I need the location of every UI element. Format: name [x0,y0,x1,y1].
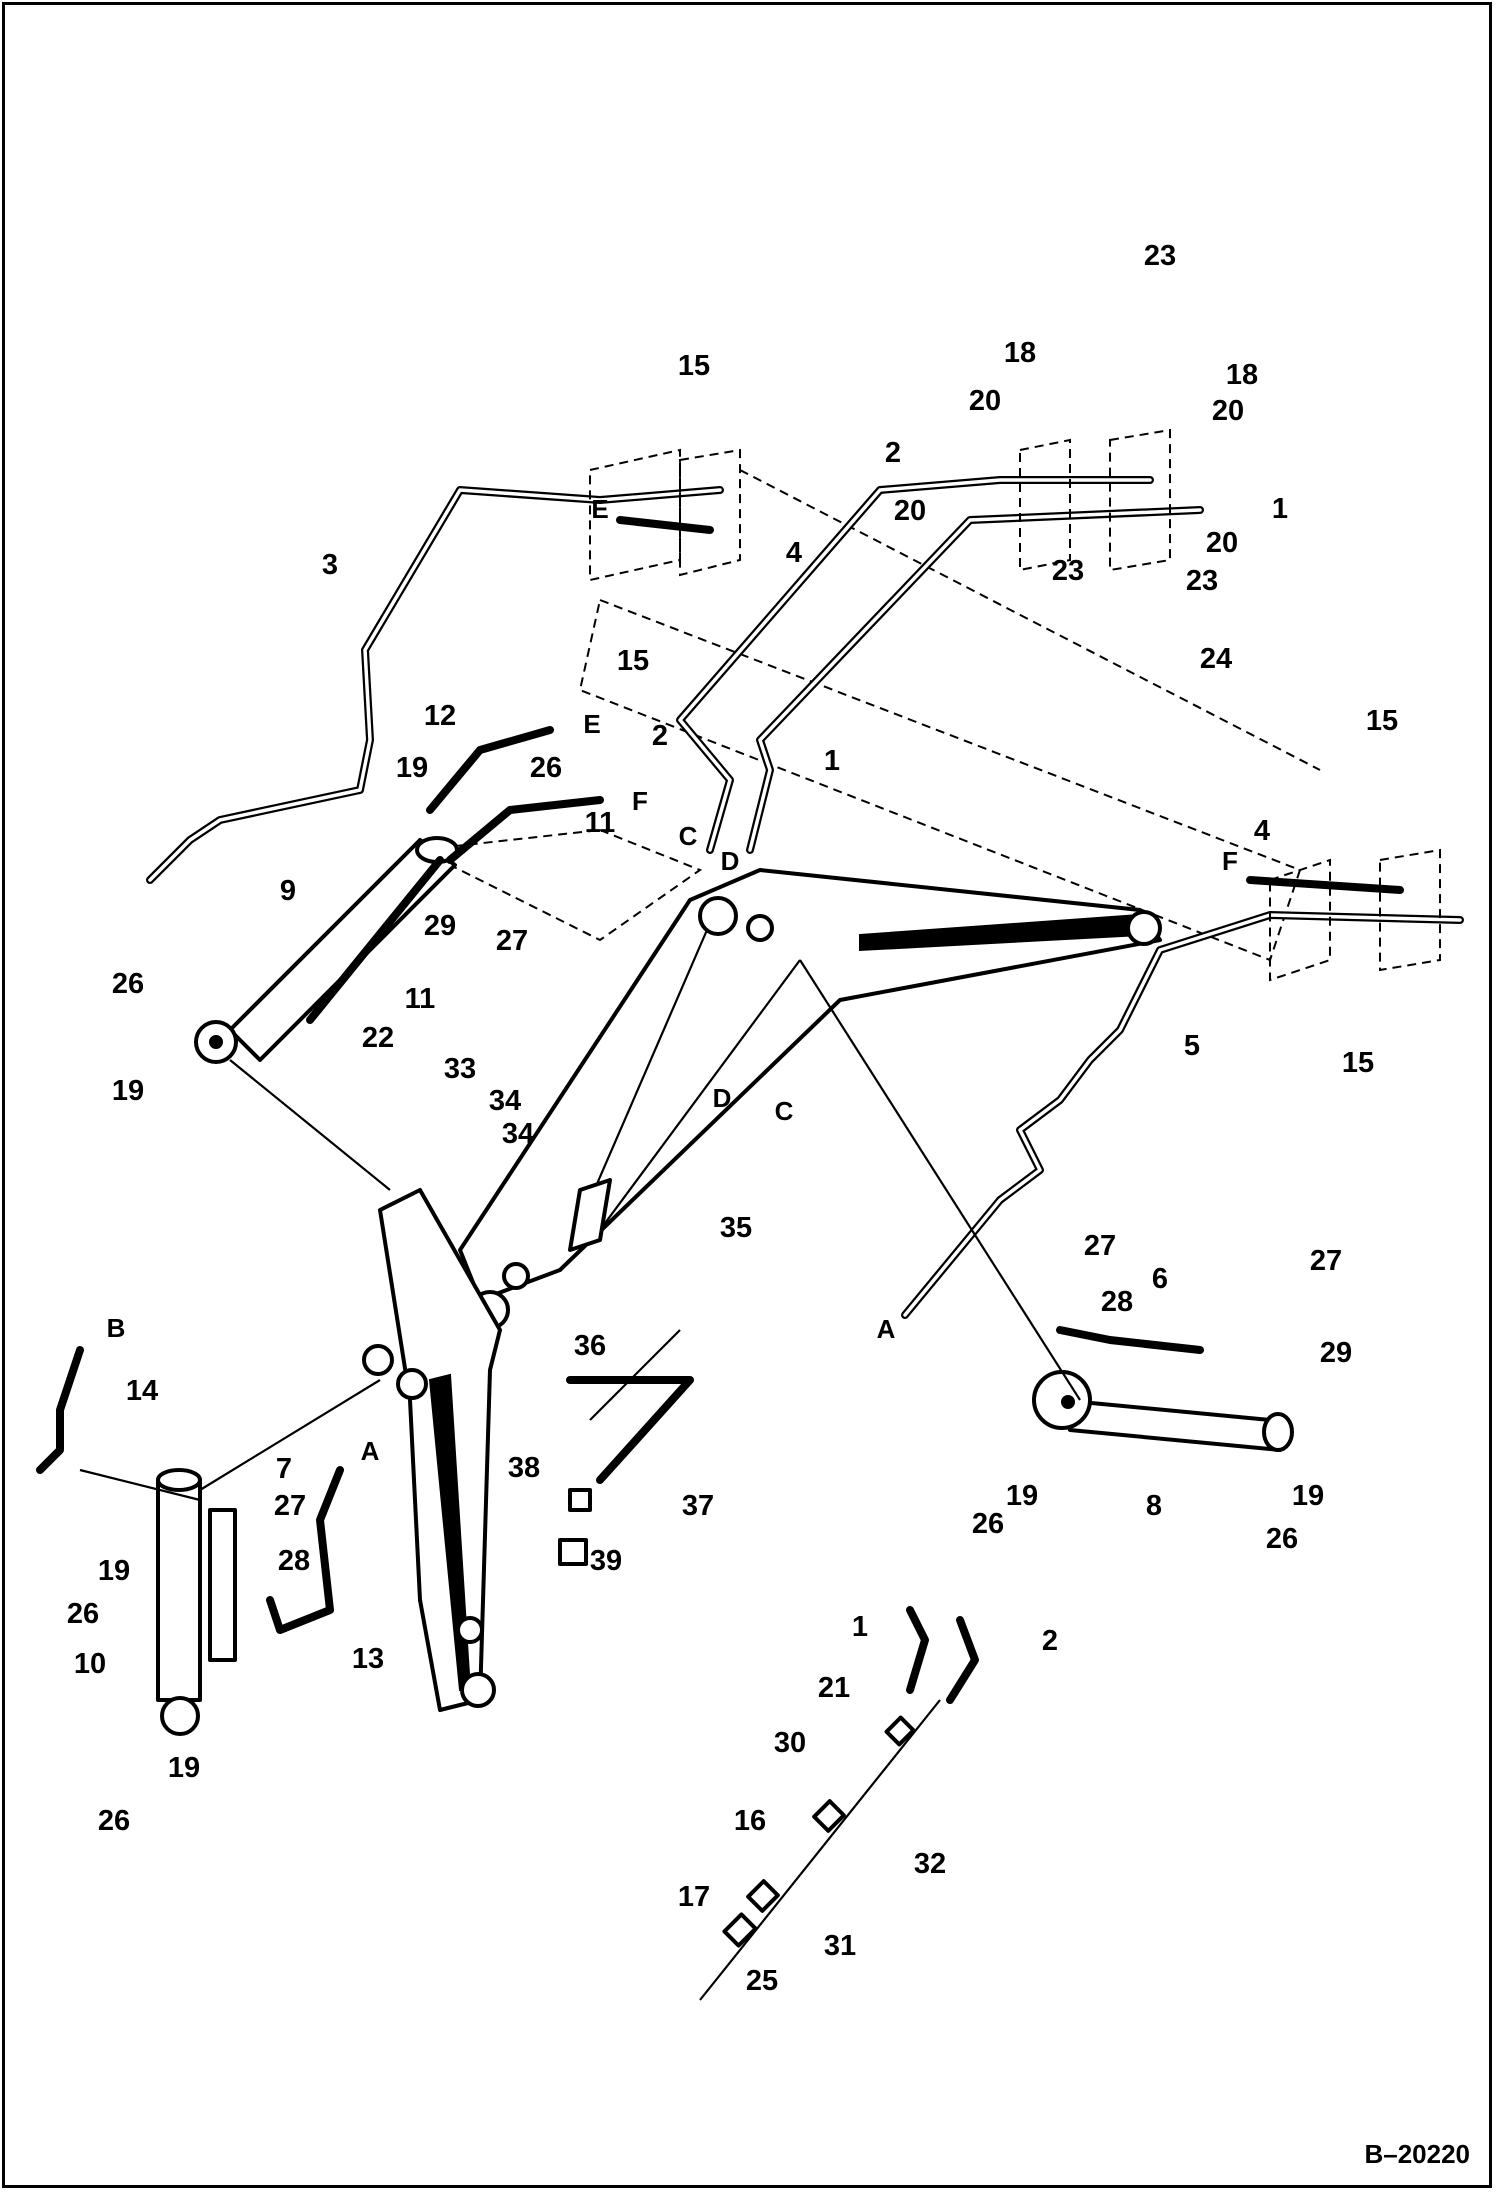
callout-20: 20 [1206,527,1238,559]
callout-4: 4 [1254,815,1270,847]
callout-22: 22 [362,1022,394,1054]
callout-36: 36 [574,1330,606,1362]
callout-18: 18 [1004,337,1036,369]
callout-26: 26 [530,752,562,784]
reference-lines [79,959,1081,1502]
callout-A: A [877,1314,896,1344]
callout-27: 27 [1310,1245,1342,1277]
callout-39: 39 [590,1545,622,1577]
callout-D: D [713,1083,732,1113]
callout-2: 2 [652,720,668,752]
callout-8: 8 [1146,1490,1162,1522]
callout-C: C [679,821,698,851]
callout-3: 3 [322,549,338,581]
callout-25: 25 [746,1965,778,1997]
callout-38: 38 [508,1452,540,1484]
callout-37: 37 [682,1490,714,1522]
callout-20: 20 [894,495,926,527]
callout-7: 7 [276,1453,292,1485]
callout-23: 23 [1052,555,1084,587]
callout-15: 15 [1342,1047,1374,1079]
callout-12: 12 [424,700,456,732]
callout-15: 15 [1366,705,1398,737]
callout-1: 1 [824,745,840,777]
callout-26: 26 [112,968,144,1000]
callout-1: 1 [852,1611,868,1643]
fittings-chain [558,1329,941,2001]
cylinder-8 [1032,1370,1294,1452]
callout-32: 32 [914,1848,946,1880]
callout-C: C [775,1096,794,1126]
callout-23: 23 [1186,565,1218,597]
callout-24: 24 [1200,643,1232,675]
arm-assembly [458,868,1162,1330]
callout-E: E [591,494,608,524]
callout-21: 21 [818,1672,850,1704]
callout-F: F [1222,846,1238,876]
callout-26: 26 [67,1598,99,1630]
callout-19: 19 [1292,1480,1324,1512]
callout-5: 5 [1184,1030,1200,1062]
callout-33: 33 [444,1053,476,1085]
callout-19: 19 [98,1555,130,1587]
callout-10: 10 [74,1648,106,1680]
callout-4: 4 [786,537,802,569]
callout-E: E [583,709,600,739]
callout-19: 19 [1006,1480,1038,1512]
callout-15: 15 [617,645,649,677]
callout-13: 13 [352,1643,384,1675]
callout-34: 34 [502,1118,534,1150]
callout-30: 30 [774,1727,806,1759]
callout-27: 27 [1084,1230,1116,1262]
callout-19: 19 [112,1075,144,1107]
callout-19: 19 [168,1752,200,1784]
boom-assembly [362,1188,502,1712]
callout-19: 19 [396,752,428,784]
callout-27: 27 [274,1490,306,1522]
hydraulic-lines [36,476,1464,1704]
callout-2: 2 [1042,1625,1058,1657]
callout-31: 31 [824,1930,856,1962]
cylinder-9 [194,836,459,1064]
callout-15: 15 [678,350,710,382]
callout-23: 23 [1144,240,1176,272]
callout-1: 1 [1272,493,1288,525]
callout-F: F [632,786,648,816]
callout-14: 14 [126,1375,158,1407]
callout-20: 20 [1212,395,1244,427]
callout-29: 29 [1320,1337,1352,1369]
callout-26: 26 [1266,1523,1298,1555]
callout-16: 16 [734,1805,766,1837]
callout-9: 9 [280,875,296,907]
callout-26: 26 [972,1508,1004,1540]
callout-28: 28 [1101,1286,1133,1318]
callout-6: 6 [1152,1263,1168,1295]
callout-26: 26 [98,1805,130,1837]
clamp-blocks [589,428,1441,982]
callout-29: 29 [424,910,456,942]
callout-17: 17 [678,1881,710,1913]
callout-27: 27 [496,925,528,957]
callout-20: 20 [969,385,1001,417]
callout-11: 11 [585,807,616,839]
callout-D: D [721,846,740,876]
callout-34: 34 [489,1085,521,1117]
callout-11: 11 [405,983,436,1015]
drawing-number: B–20220 [1364,2139,1470,2169]
callout-28: 28 [278,1545,310,1577]
callout-18: 18 [1226,359,1258,391]
cylinder-10 [156,1468,237,1736]
callout-B: B [107,1313,126,1343]
callout-35: 35 [720,1212,752,1244]
callout-A: A [361,1436,380,1466]
callout-2: 2 [885,437,901,469]
